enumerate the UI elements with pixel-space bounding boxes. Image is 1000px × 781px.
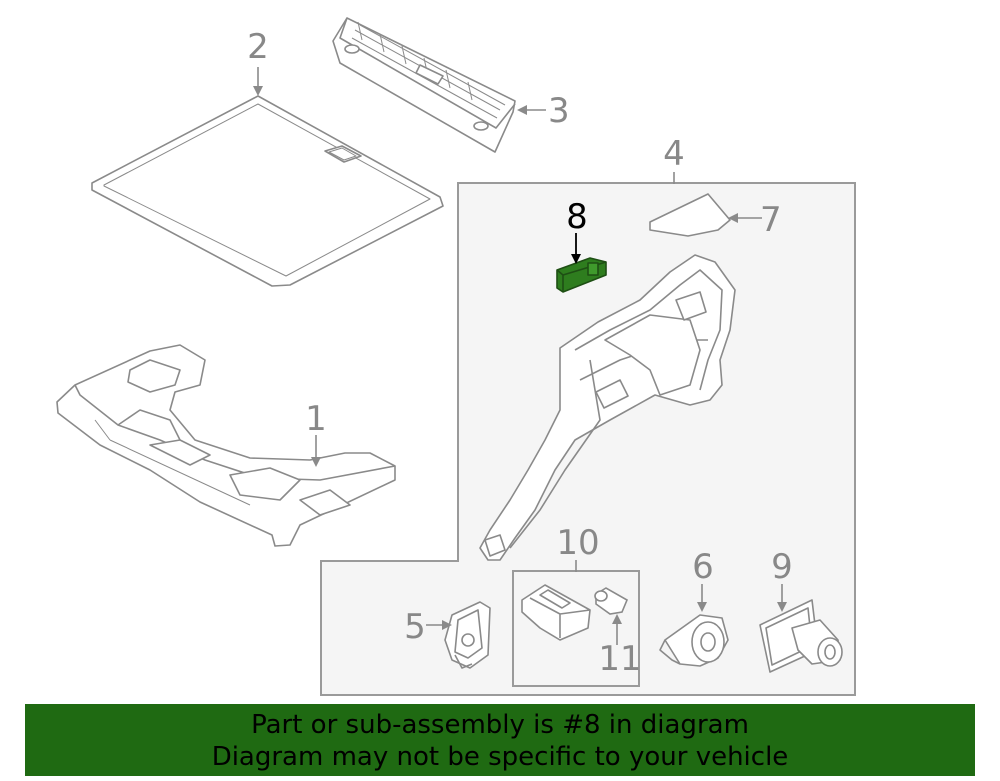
callout-9: 9	[771, 547, 793, 587]
callout-3: 3	[548, 91, 570, 131]
callout-8: 8	[566, 197, 588, 237]
part-10-bracket-assembly[interactable]	[521, 584, 591, 641]
callout-4: 4	[663, 134, 685, 174]
callout-6: 6	[692, 547, 714, 587]
part-8-highlighted-clip[interactable]	[556, 257, 607, 293]
part-2-load-floor-cover[interactable]	[91, 95, 444, 287]
callout-11: 11	[598, 639, 641, 679]
leader-lines	[253, 67, 787, 645]
banner-line-2: Diagram may not be specific to your vehi…	[211, 742, 789, 772]
part-7-cover-panel[interactable]	[649, 193, 731, 237]
callout-1: 1	[305, 399, 327, 439]
callout-5: 5	[404, 607, 426, 647]
callout-7: 7	[760, 200, 782, 240]
callout-10: 10	[556, 523, 599, 563]
part-11-plug[interactable]	[594, 587, 629, 615]
part-3-sill-plate[interactable]	[332, 17, 516, 153]
part-5-bracket[interactable]	[444, 601, 491, 669]
info-banner: Part or sub-assembly is #8 in diagram Di…	[25, 704, 975, 776]
banner-line-1: Part or sub-assembly is #8 in diagram	[251, 710, 749, 740]
part-9-power-outlet[interactable]	[759, 599, 843, 673]
callout-2: 2	[247, 27, 269, 67]
part-4-quarter-trim-panel[interactable]	[479, 254, 736, 561]
part-1-trunk-lower-trim[interactable]	[56, 344, 396, 547]
part-6-cup-holder[interactable]	[659, 614, 729, 667]
